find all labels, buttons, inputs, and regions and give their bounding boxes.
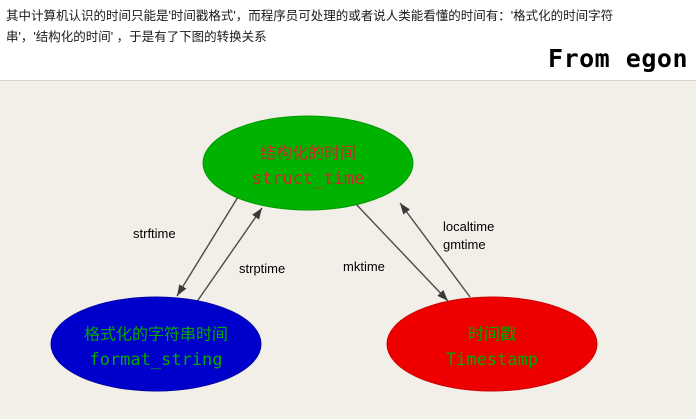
edge-mktime [352, 200, 449, 302]
node-timestamp-label-2: Timestamp [446, 350, 538, 370]
node-struct-time-label-2: struct_time [252, 169, 365, 189]
heading-from-egon: From egon [548, 44, 688, 73]
edge-label-strptime: strptime [239, 261, 285, 276]
edge-label-mktime: mktime [343, 259, 385, 274]
edge-strptime [195, 207, 263, 304]
node-struct-time-label-1: 结构化的时间 [260, 144, 356, 163]
note-line-1: 其中计算机认识的时间只能是'时间戳格式'，而程序员可处理的或者说人类能看懂的时间… [6, 9, 614, 23]
diagram-canvas: 结构化的时间 struct_time 格式化的字符串时间 format_stri… [50, 115, 598, 392]
node-timestamp[interactable]: 时间戳 Timestamp [386, 296, 598, 392]
node-format-string[interactable]: 格式化的字符串时间 format_string [50, 296, 262, 392]
edge-localtime-gmtime [399, 202, 471, 298]
edge-label-gmtime: gmtime [443, 237, 486, 252]
node-struct-time[interactable]: 结构化的时间 struct_time [202, 115, 414, 211]
node-format-string-label-2: format_string [89, 350, 222, 370]
edge-strftime [176, 196, 239, 297]
node-timestamp-label-1: 时间戳 [468, 325, 516, 344]
time-conversion-diagram: 结构化的时间 struct_time 格式化的字符串时间 format_stri… [0, 80, 696, 419]
node-format-string-label-1: 格式化的字符串时间 [84, 325, 228, 344]
edge-label-strftime: strftime [133, 226, 176, 241]
edge-label-localtime: localtime [443, 219, 494, 234]
note-line-2: 串'，'结构化的时间' ，于是有了下图的转换关系 [6, 30, 267, 44]
